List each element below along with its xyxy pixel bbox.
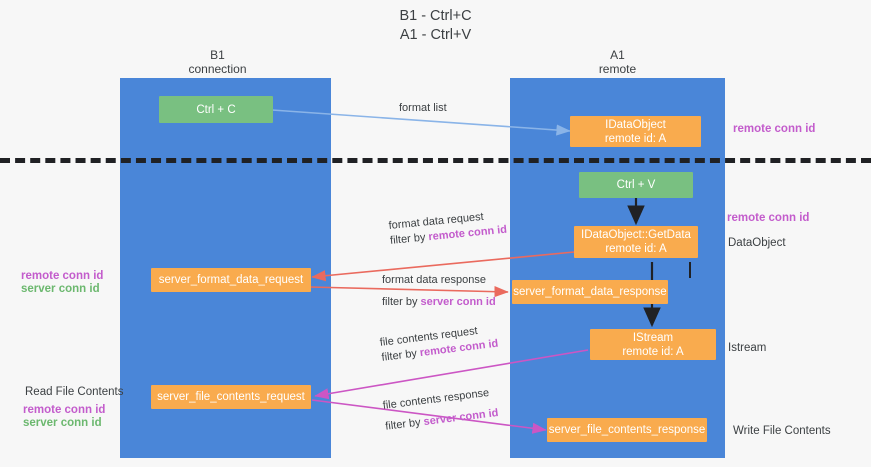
node-idataobject-line2: remote id: A xyxy=(604,132,667,145)
node-idataobject[interactable]: IDataObject remote id: A xyxy=(570,116,701,147)
page-title: B1 - Ctrl+C A1 - Ctrl+V xyxy=(399,8,472,43)
filter-prefix: filter by xyxy=(380,347,421,364)
node-getdata-line1: IDataObject::GetData xyxy=(581,229,691,241)
node-ctrl-c[interactable]: Ctrl + C xyxy=(159,96,273,123)
node-istream[interactable]: IStream remote id: A xyxy=(590,329,716,360)
side-label-server-conn-id-left-bottom: server conn id xyxy=(23,417,102,429)
arrow-file-contents-request xyxy=(314,349,589,400)
arrow-label-format-data-response-line1: format data response xyxy=(382,274,486,286)
node-server-format-data-response[interactable]: server_format_data_response xyxy=(512,280,668,304)
node-server-format-data-request[interactable]: server_format_data_request xyxy=(151,268,311,292)
column-header-b1: B1 connection xyxy=(188,48,247,76)
node-server-format-data-response-label: server_format_data_response xyxy=(513,286,667,298)
node-server-file-contents-request[interactable]: server_file_contents_request xyxy=(151,385,311,409)
arrow-format-data-response xyxy=(309,286,509,298)
node-ctrl-v[interactable]: Ctrl + V xyxy=(579,172,693,198)
column-header-a1: A1 remote xyxy=(598,48,637,76)
side-label-remote-conn-id-mid: remote conn id xyxy=(727,212,810,224)
node-ctrl-c-label: Ctrl + C xyxy=(196,103,236,116)
node-ctrl-v-label: Ctrl + V xyxy=(616,179,656,191)
filter-prefix: filter by xyxy=(384,416,425,433)
node-idataobject-line1: IDataObject xyxy=(605,118,666,131)
arrow-file-contents-response xyxy=(311,399,547,434)
node-server-file-contents-response[interactable]: server_file_contents_response xyxy=(547,418,707,442)
side-label-remote-conn-id-top: remote conn id xyxy=(733,123,816,135)
arrow-label-format-list: format list xyxy=(399,102,447,114)
side-label-remote-conn-id-left-mid: remote conn id xyxy=(21,270,104,282)
side-label-read-file-contents: Read File Contents xyxy=(25,386,124,398)
side-label-server-conn-id-left-mid: server conn id xyxy=(21,283,100,295)
node-getdata-line2: remote id: A xyxy=(605,243,667,255)
arrow-label-format-data-response-line2: filter by server conn id xyxy=(382,295,496,310)
side-label-write-file-contents: Write File Contents xyxy=(733,425,831,437)
arrow-format-data-request xyxy=(311,251,575,282)
side-label-remote-conn-id-left-bottom: remote conn id xyxy=(23,404,106,416)
node-getdata[interactable]: IDataObject::GetData remote id: A xyxy=(574,226,698,258)
filter-prefix: filter by xyxy=(389,231,430,247)
arrow-label-format-data-response: format data response filter by server co… xyxy=(382,273,496,310)
side-label-dataobject: DataObject xyxy=(728,237,786,249)
node-server-file-contents-request-label: server_file_contents_request xyxy=(157,391,305,403)
section-divider xyxy=(0,158,871,163)
node-server-format-data-request-label: server_format_data_request xyxy=(158,274,304,286)
node-istream-line1: IStream xyxy=(632,331,674,344)
node-istream-line2: remote id: A xyxy=(622,345,684,358)
filter-key-server-conn-id: server conn id xyxy=(420,296,496,308)
side-label-istream: Istream xyxy=(728,342,767,354)
arrow-format-list xyxy=(271,109,571,136)
node-server-file-contents-response-label: server_file_contents_response xyxy=(548,424,706,436)
filter-prefix: filter by xyxy=(382,296,421,308)
